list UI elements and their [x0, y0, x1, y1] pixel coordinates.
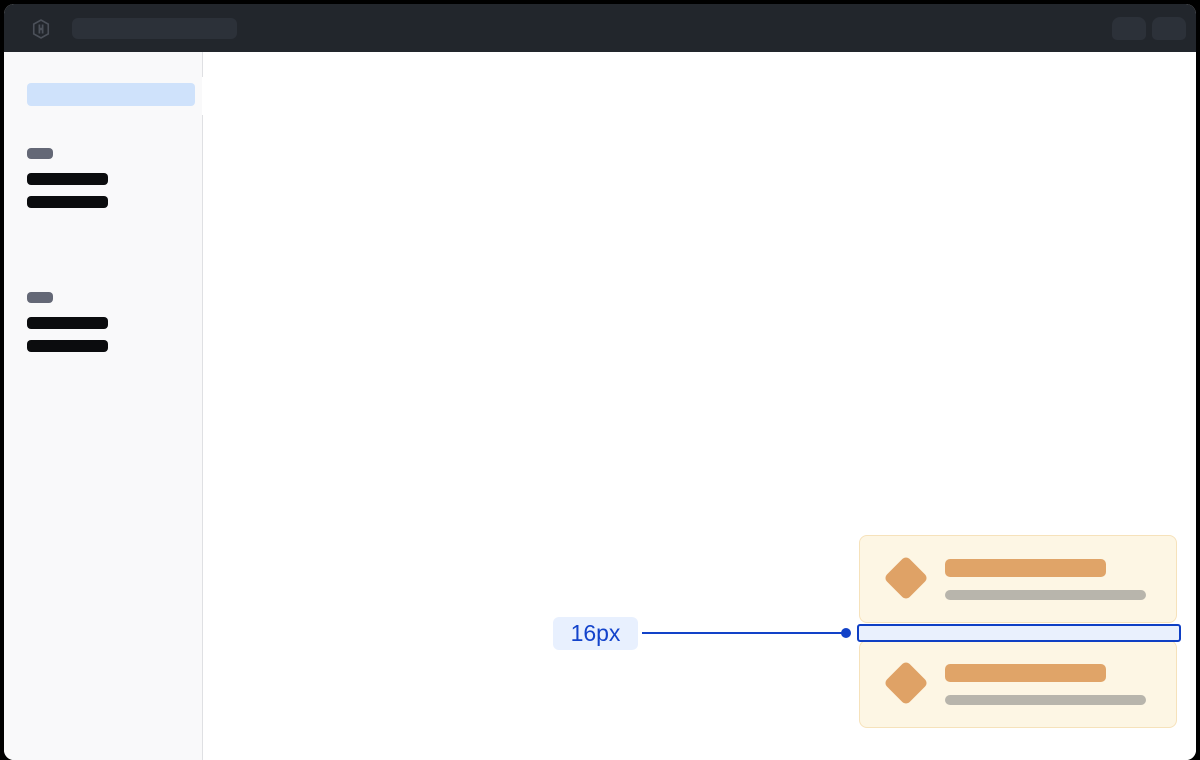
sidebar-group-label-1 — [27, 148, 53, 159]
hashicorp-logo-icon[interactable] — [30, 18, 52, 40]
sidebar-nav-group-2 — [27, 292, 108, 363]
skeleton-card-1[interactable] — [859, 535, 1177, 623]
header-chip-1[interactable] — [1112, 17, 1146, 40]
card-subtitle-bar — [945, 695, 1146, 705]
spacing-highlight-box — [857, 624, 1181, 642]
diamond-icon — [883, 660, 929, 706]
sidebar-group-label-2 — [27, 292, 53, 303]
sidebar-item-1-2[interactable] — [27, 196, 108, 208]
sidebar-item-1-1[interactable] — [27, 173, 108, 185]
top-bar — [4, 4, 1196, 52]
diamond-icon — [883, 555, 929, 601]
app-window: 16px — [4, 4, 1196, 760]
skeleton-card-2[interactable] — [859, 640, 1177, 728]
card-subtitle-bar — [945, 590, 1146, 600]
sidebar-item-2-2[interactable] — [27, 340, 108, 352]
card-title-bar — [945, 559, 1106, 577]
search-input[interactable] — [72, 18, 237, 39]
header-chip-2[interactable] — [1152, 17, 1186, 40]
sidebar-nav-group-1 — [27, 148, 108, 219]
measurement-label: 16px — [553, 617, 638, 650]
sidebar-item-2-1[interactable] — [27, 317, 108, 329]
sidebar-item-selected[interactable] — [27, 83, 195, 106]
card-title-bar — [945, 664, 1106, 682]
measurement-leader-line — [642, 632, 846, 634]
sidebar — [4, 52, 203, 760]
measurement-leader-dot — [841, 628, 851, 638]
